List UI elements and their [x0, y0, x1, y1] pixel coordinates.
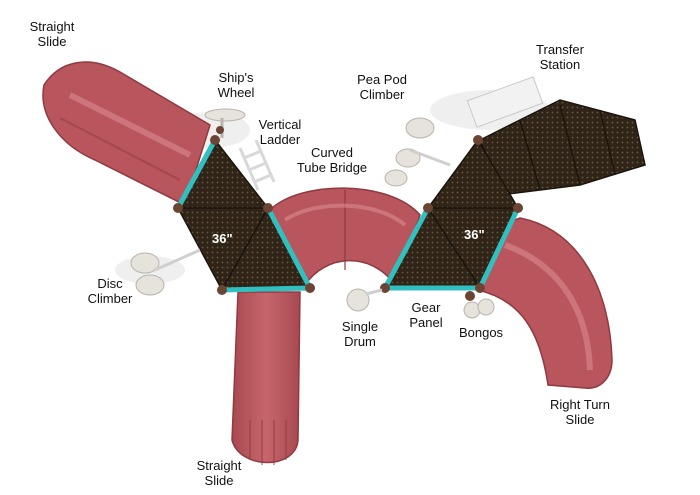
ships-wheel	[204, 108, 246, 138]
right-deck-height: 36"	[464, 227, 485, 242]
left-deck-height: 36"	[212, 231, 233, 246]
bongos	[463, 291, 495, 319]
pea-pod-climber	[384, 117, 451, 187]
vertical-ladder	[238, 139, 276, 191]
disc-climber	[130, 248, 201, 296]
label-bongos: Bongos	[458, 325, 504, 340]
straight-slide-left	[42, 61, 211, 207]
straight-slide-bottom	[231, 291, 301, 465]
right-deck	[380, 135, 523, 293]
right-turn-slide	[477, 217, 613, 389]
transfer-station	[466, 76, 646, 196]
left-deck	[173, 135, 315, 295]
curved-tube-bridge	[269, 187, 421, 287]
single-drum	[346, 288, 383, 312]
